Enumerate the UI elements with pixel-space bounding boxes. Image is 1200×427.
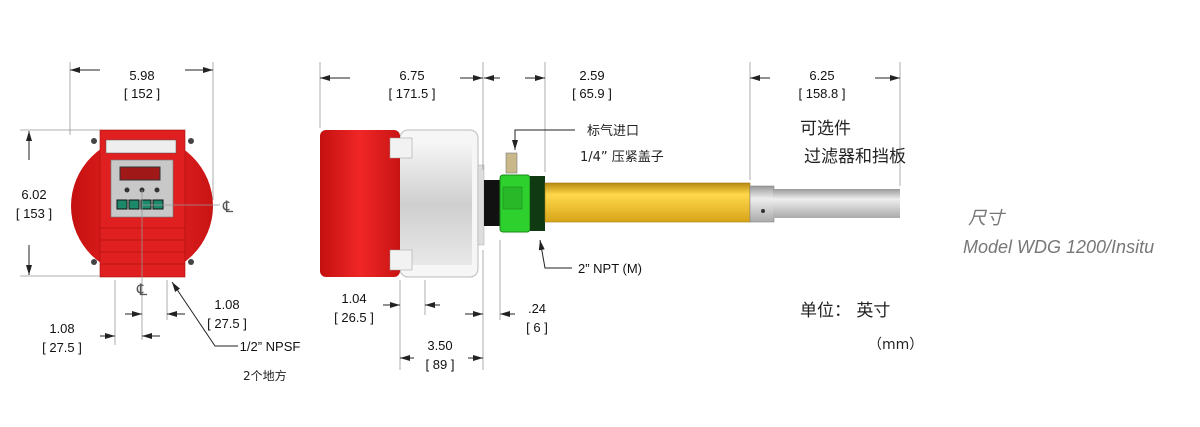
front-view: 5.98 [ 152 ] 6.02 [ 153 ] ℄ ℄ 1.08 [ 27.… [16,62,300,383]
housing-dimension-mm: [ 89 ] [426,357,455,372]
model-title: Model WDG 1200/Insitu [963,237,1154,257]
port-label: 1/2” NPSF [240,339,301,354]
cal-gas-inlet-label: 标气进口 [587,123,639,139]
fitting-length-dimension: 2.59 [579,68,604,83]
probe-tube [544,182,751,223]
gap-dimension: .24 [528,301,546,316]
side-view: 6.75 [ 171.5 ] 2.59 [ 65.9 ] 6.25 [ 158.… [319,62,906,372]
cover-dimension: 1.04 [341,291,366,306]
keypad-buttons [116,199,164,210]
height-dimension-mm: [ 153 ] [16,206,52,221]
npt-thread [530,176,545,231]
option-title: 可选件 [800,119,851,139]
offset-left-dimension: 1.08 [49,321,74,336]
housing-dimension: 3.50 [427,338,452,353]
body-length-dimension-mm: [ 171.5 ] [389,86,436,101]
gap-dimension-mm: [ 6 ] [526,320,548,335]
probe-length-dimension: 6.25 [809,68,834,83]
cal-gas-fitting [505,152,518,174]
thread-label: 2” NPT (M) [578,261,642,276]
housing-body [400,145,472,265]
units-mm: （mm） [868,337,923,353]
lcd-display [119,166,161,181]
width-dimension: 5.98 [129,68,154,83]
centerline-symbol-bottom: ℄ [136,282,148,299]
height-dimension: 6.02 [21,187,46,202]
port-quantity: 2个地方 [243,368,287,383]
probe-coupling [749,185,775,223]
body-length-dimension: 6.75 [399,68,424,83]
offset-right-dimension-mm: [ 27.5 ] [207,316,247,331]
drawing-title-cn: 尺寸 [968,208,1006,228]
compression-cap-label: 1/4” 压紧盖子 [580,150,664,165]
cover-dimension-mm: [ 26.5 ] [334,310,374,325]
nameplate [105,139,177,154]
fitting-length-dimension-mm: [ 65.9 ] [572,86,612,101]
units-label: 单位： 英寸 [800,301,890,321]
option-description: 过滤器和挡板 [804,147,906,167]
centerline-symbol: ℄ [222,199,234,216]
adapter [484,180,502,226]
enclosure-cover [320,130,400,277]
offset-right-dimension: 1.08 [214,297,239,312]
mounting-bolts [91,138,194,265]
probe-length-dimension-mm: [ 158.8 ] [799,86,846,101]
filter-tube [773,189,900,218]
offset-left-dimension-mm: [ 27.5 ] [42,340,82,355]
width-dimension-mm: [ 152 ] [124,86,160,101]
